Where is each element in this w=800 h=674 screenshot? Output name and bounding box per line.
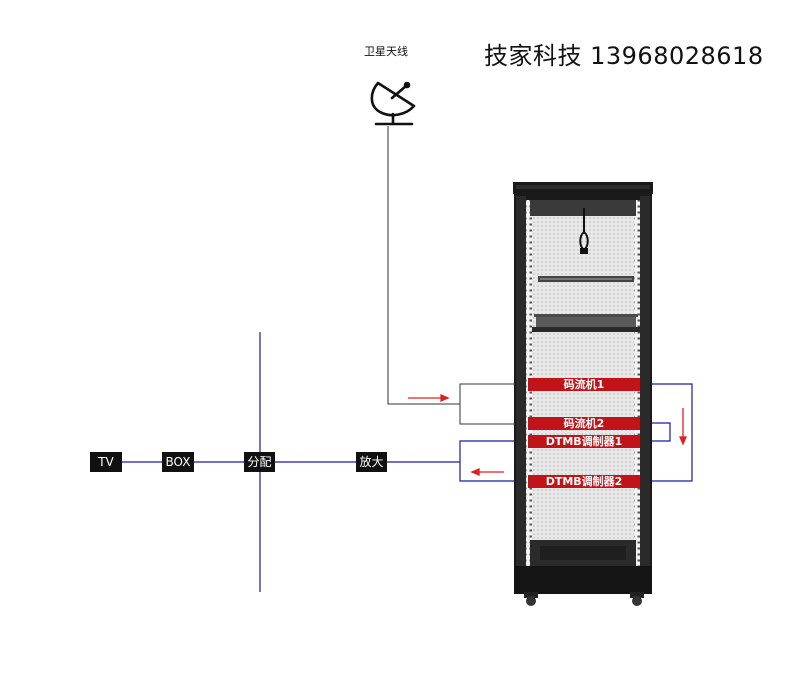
feed-bracket bbox=[459, 383, 526, 425]
set-top-box: BOX bbox=[162, 452, 194, 472]
company-title: 技家科技 13968028618 bbox=[484, 42, 764, 70]
tv-box: TV bbox=[90, 452, 122, 472]
encoder-2-label: 码流机2 bbox=[528, 417, 640, 430]
antenna-feed-line bbox=[387, 126, 460, 405]
arrow-down bbox=[679, 408, 687, 446]
splitter-box: 分配 bbox=[244, 452, 275, 472]
satellite-dish-icon bbox=[370, 81, 416, 126]
arrow-to-rack bbox=[408, 394, 450, 402]
antenna-label: 卫星天线 bbox=[364, 45, 408, 58]
encoder-1-label: 码流机1 bbox=[528, 378, 640, 391]
server-rack bbox=[513, 182, 653, 606]
dtmb-modulator-2-label: DTMB调制器2 bbox=[528, 475, 640, 488]
dtmb-modulator-1-label: DTMB调制器1 bbox=[528, 435, 640, 448]
arrow-out bbox=[470, 468, 504, 476]
amplifier-box: 放大 bbox=[356, 452, 387, 472]
